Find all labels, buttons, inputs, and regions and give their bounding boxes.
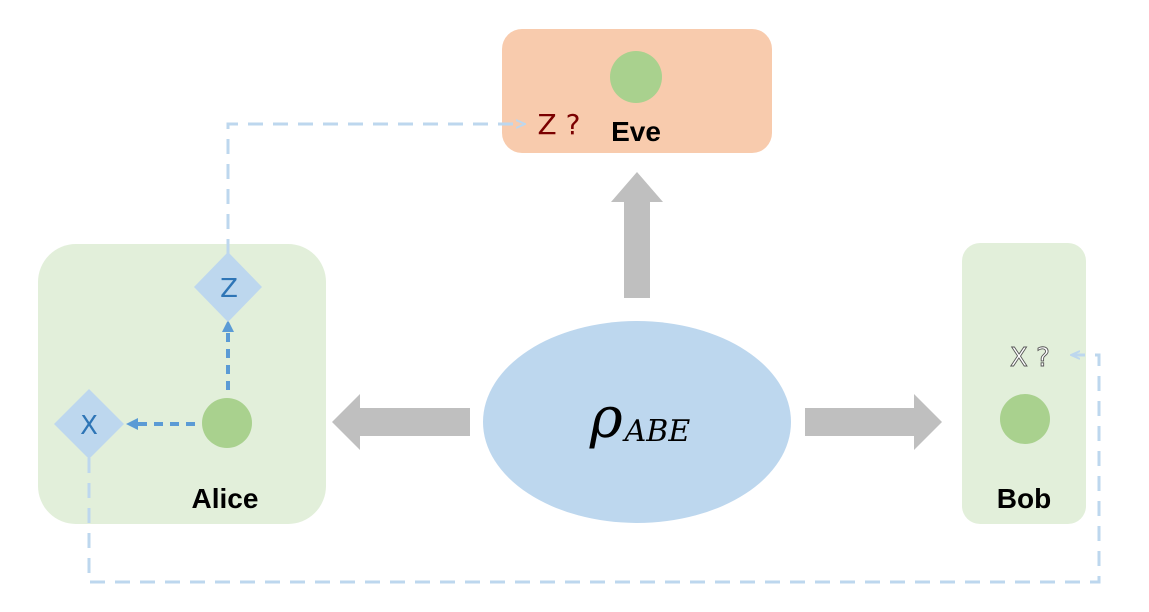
alice-box [38,244,326,524]
state-label: ρABE [589,386,691,451]
channel-x-to-bob [87,355,1101,584]
arrow-to-alice [332,394,470,450]
channel-z-to-eve [226,124,524,254]
bob-box [962,243,1086,524]
eve-label: Eve [611,116,661,147]
bob-label: Bob [997,483,1051,514]
eve-qubit [610,51,662,103]
z-basis-label: Z [220,274,238,304]
state-symbol: ρ [589,386,623,451]
state-ellipse [483,321,791,523]
bob-qubit [1000,394,1050,444]
eve-guess: Z ? [538,108,581,141]
alice-label: Alice [192,483,259,514]
bob-guess: X ? [1010,343,1050,373]
state-subscript: ABE [622,414,691,449]
x-basis-label: X [80,411,98,441]
arrow-to-bob [805,394,942,450]
arrow-to-eve [611,172,663,298]
x-measurement-diamond [54,389,124,459]
z-measurement-diamond [194,252,262,322]
alice-qubit [202,398,252,448]
